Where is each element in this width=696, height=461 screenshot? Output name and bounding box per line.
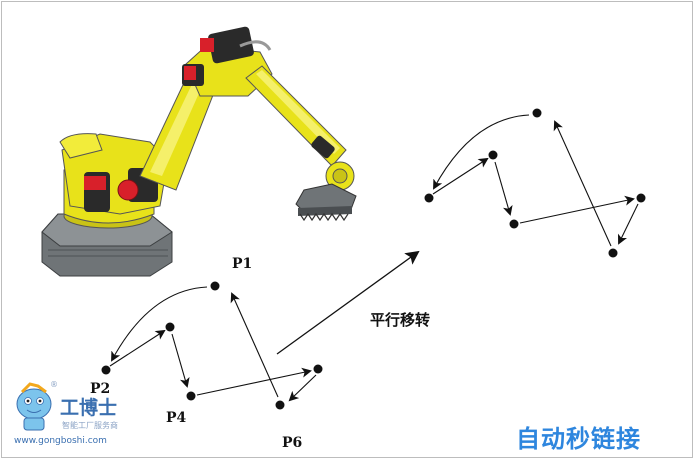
label-p4: P4: [166, 410, 187, 426]
brand-watermark: 自动秒链接: [516, 425, 641, 453]
translated-point-3: [488, 150, 498, 160]
point-p5: [313, 364, 323, 374]
translated-arrow-5-6: [618, 203, 639, 245]
label-p1: P1: [232, 256, 252, 272]
logo-text: 工博士: [60, 396, 117, 419]
logo-subtitle: 智能工厂服务商: [62, 420, 118, 430]
original-path: [101, 281, 323, 410]
watermark-url: www.gongboshi.com: [14, 436, 107, 446]
arrow-p3-p4: [171, 333, 190, 388]
translated-point-4: [509, 219, 519, 229]
label-p2: P2: [90, 381, 110, 397]
point-p6: [275, 400, 285, 410]
translated-arrow-2-3: [432, 157, 489, 195]
translated-arrow-3-4: [494, 161, 513, 216]
translated-point-1: [532, 108, 542, 118]
translated-point-6: [608, 248, 618, 258]
robot-arm-illustration: [41, 26, 357, 277]
arc-p1-p2: [111, 286, 208, 362]
point-p3: [165, 322, 175, 332]
translated-path: [424, 108, 646, 258]
point-p1: [210, 281, 220, 291]
translation-arrow: [276, 250, 420, 355]
translated-arrow-6-1: [553, 120, 612, 247]
translation-label: 平行移转: [370, 311, 430, 329]
arrow-p2-p3: [109, 329, 166, 367]
mascot-icon: [16, 382, 52, 431]
arrow-p4-p5: [196, 367, 312, 396]
translated-arc: [433, 114, 530, 190]
translated-arrow-4-5: [519, 195, 635, 224]
point-p2: [101, 365, 111, 375]
label-p6: P6: [282, 435, 302, 451]
translated-point-2: [424, 193, 434, 203]
watermark-logo: ® 工博士 智能工厂服务商 www.gongboshi.com: [14, 380, 118, 446]
arrow-p6-p1: [230, 292, 279, 398]
translated-point-5: [636, 193, 646, 203]
arrow-p5-p6: [288, 374, 317, 402]
point-p4: [186, 391, 196, 401]
registered-mark: ®: [50, 380, 58, 389]
